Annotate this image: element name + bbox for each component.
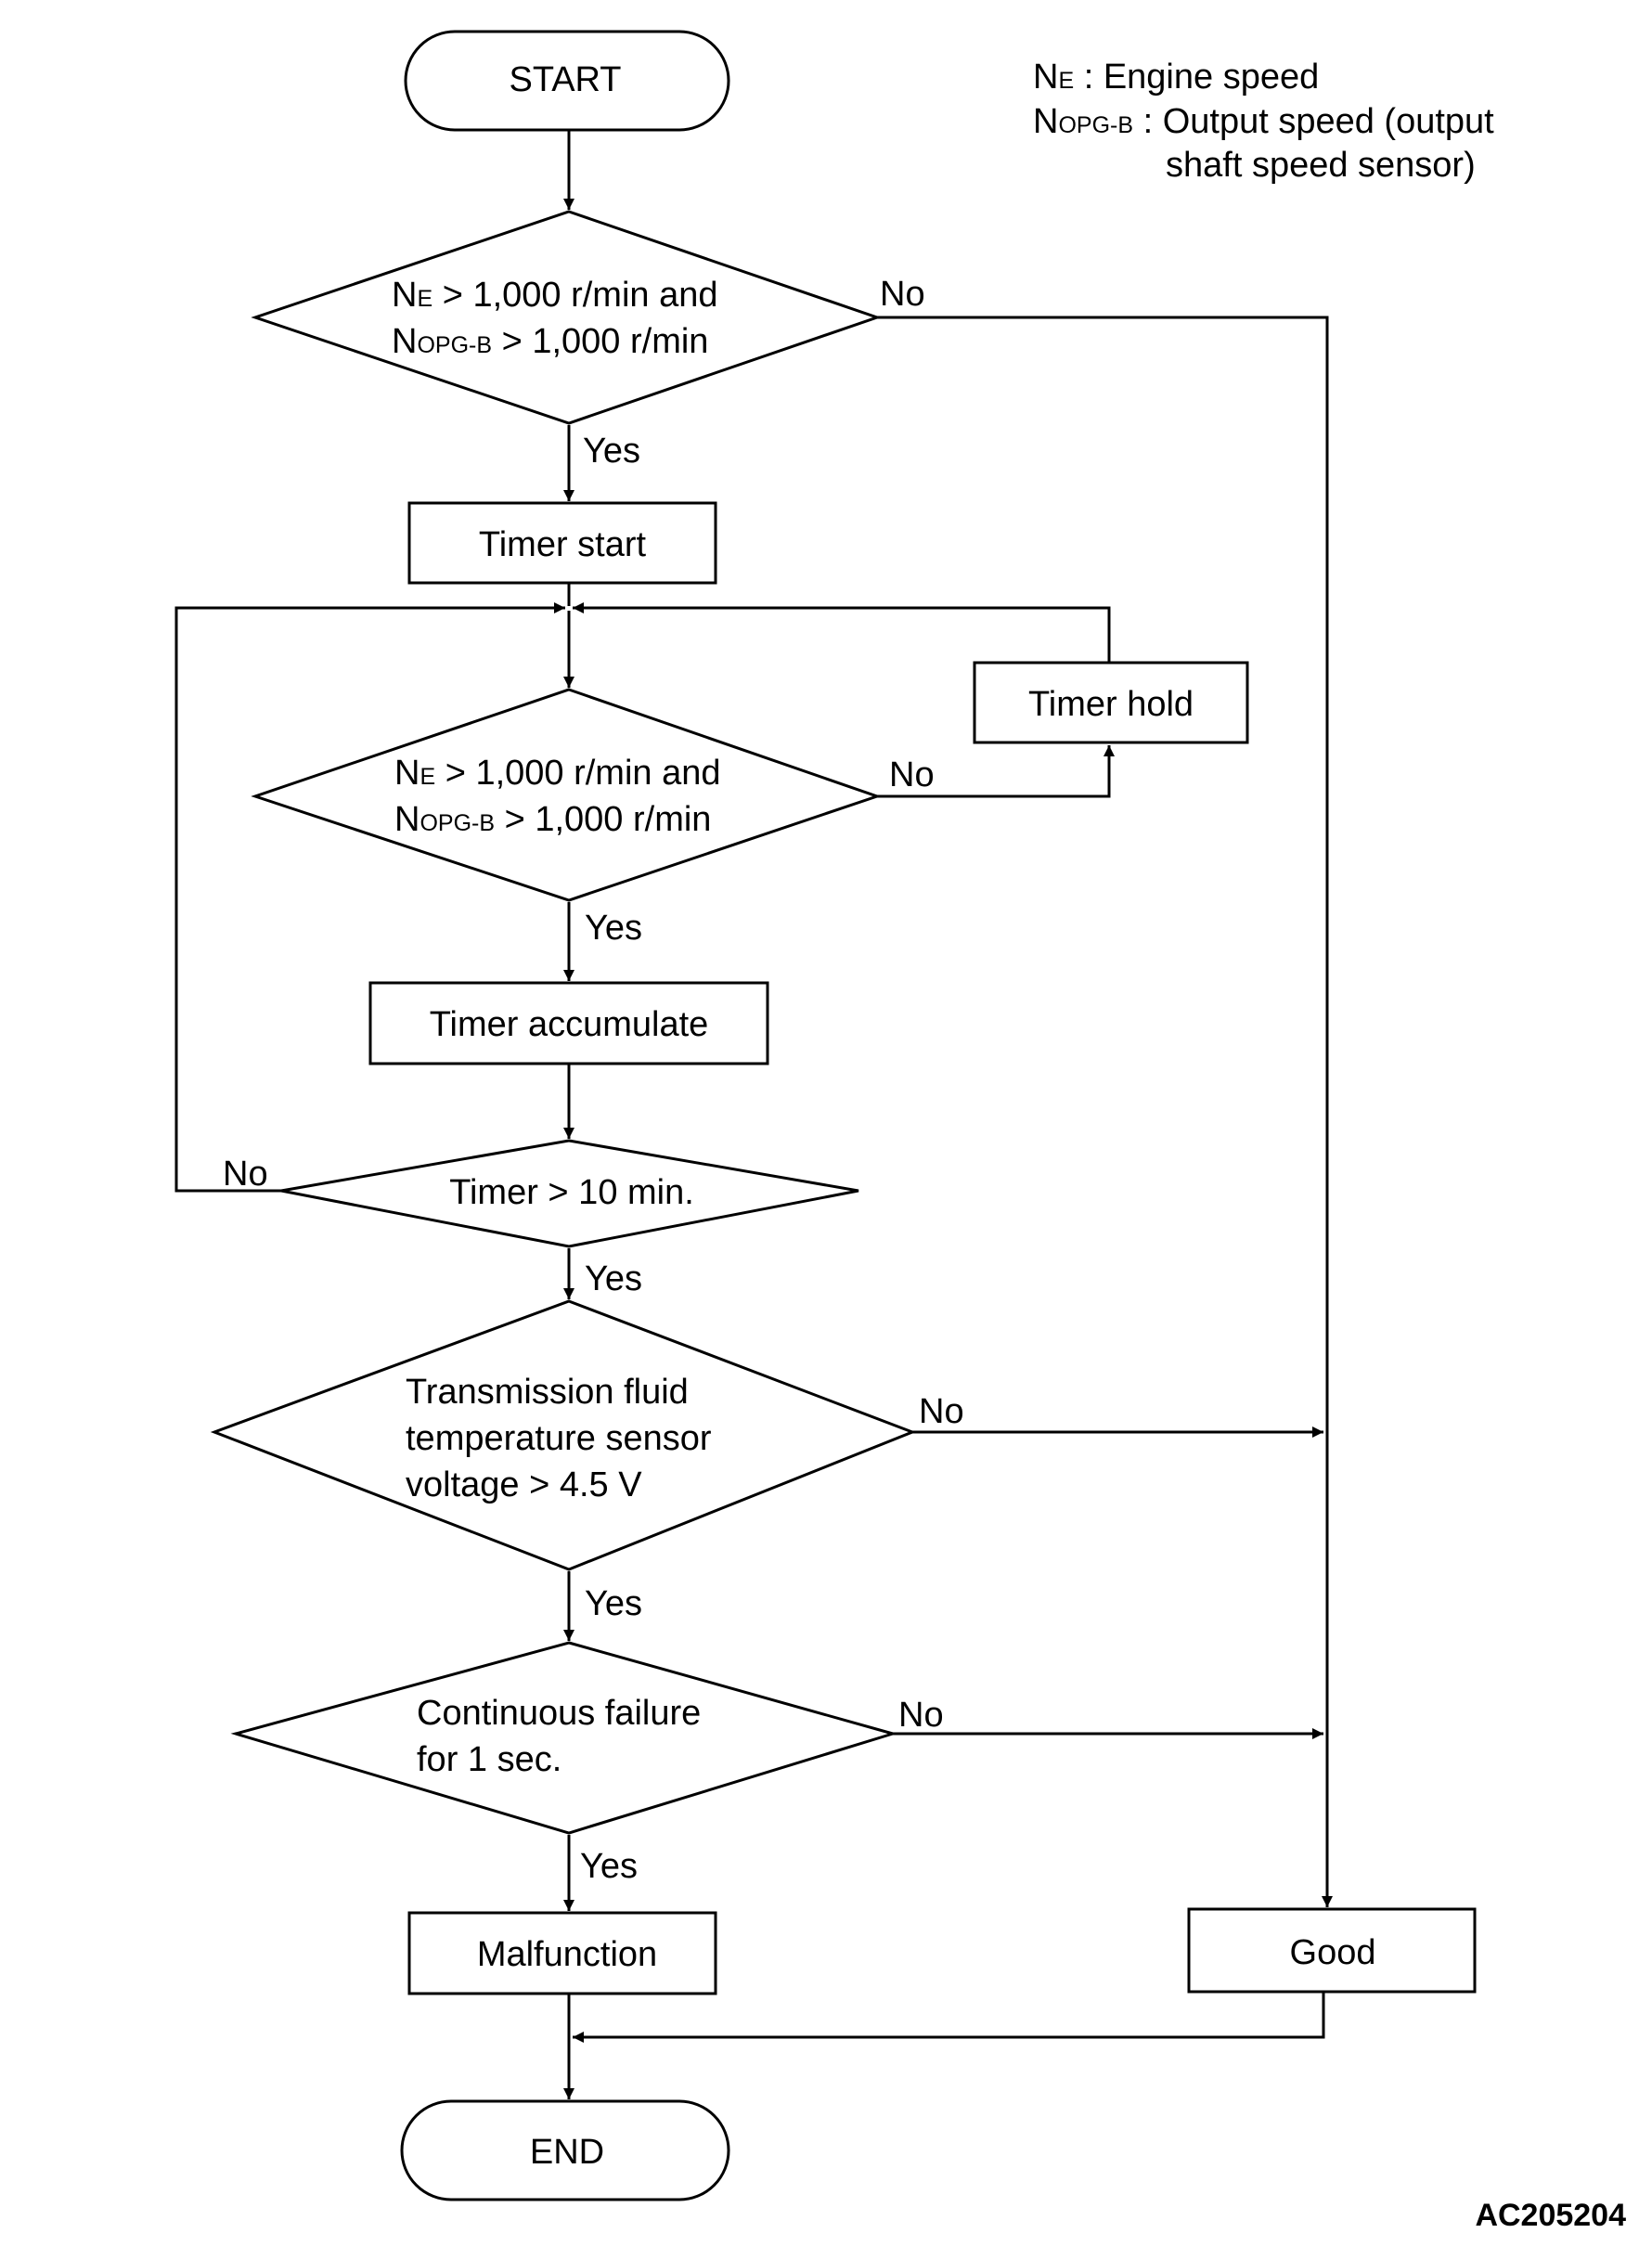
no-label: No (223, 1155, 268, 1194)
yes-label: Yes (585, 909, 642, 948)
timer-hold-box (973, 661, 1249, 744)
sensor-check-decision (210, 1299, 917, 1571)
connector-timer-hold-loop (573, 602, 1111, 663)
legend-nopg: NOPG-B : Output speed (output (1033, 102, 1494, 141)
connector-timer-check-no-loop (174, 602, 565, 1193)
check1-text-line1: NE > 1,000 r/min and (392, 276, 718, 315)
failure-check-decision (230, 1641, 898, 1835)
sensor-check-line2: temperature sensor (406, 1419, 712, 1458)
timer-start-label: Timer start (479, 525, 647, 564)
start-terminal (404, 30, 730, 132)
failure-check-line1: Continuous failure (417, 1694, 701, 1733)
yes-label: Yes (585, 1259, 642, 1298)
yes-label: Yes (583, 432, 640, 471)
connector-check1-no-good (877, 316, 1333, 1907)
check2-text-line2: NOPG-B > 1,000 r/min (394, 800, 711, 839)
check2-decision (251, 688, 882, 902)
good-box (1187, 1907, 1477, 1994)
legend-nopg-cont: shaft speed sensor) (1166, 146, 1476, 185)
yes-label: Yes (585, 1584, 642, 1623)
no-label: No (889, 755, 935, 794)
check1-decision (251, 210, 882, 425)
figure-code: AC205204 (1475, 2198, 1626, 2233)
connector-good-end (573, 1992, 1325, 2043)
timer-accumulate-box (368, 981, 769, 1065)
malfunction-box (407, 1911, 717, 1995)
malfunction-label: Malfunction (477, 1935, 657, 1974)
timer-check-decision (280, 1139, 859, 1248)
no-label: No (919, 1392, 964, 1431)
good-label: Good (1290, 1933, 1376, 1972)
legend-ne: NE : Engine speed (1033, 58, 1319, 97)
sensor-check-line1: Transmission fluid (406, 1373, 689, 1412)
timer-hold-label: Timer hold (1028, 685, 1194, 724)
timer-start-box (407, 501, 717, 585)
check2-text-line1: NE > 1,000 r/min and (394, 754, 721, 793)
no-label: No (898, 1696, 944, 1735)
start-label: START (509, 60, 621, 99)
yes-label: Yes (580, 1847, 638, 1886)
check1-text-line2: NOPG-B > 1,000 r/min (392, 322, 708, 361)
end-terminal (400, 2099, 730, 2201)
no-label: No (880, 275, 925, 314)
end-label: END (530, 2133, 604, 2172)
connector-check2-no-timer-hold (877, 745, 1115, 798)
timer-check-label: Timer > 10 min. (449, 1173, 694, 1212)
failure-check-line2: for 1 sec. (417, 1740, 561, 1779)
sensor-check-line3: voltage > 4.5 V (406, 1465, 642, 1504)
timer-accumulate-label: Timer accumulate (430, 1005, 709, 1044)
